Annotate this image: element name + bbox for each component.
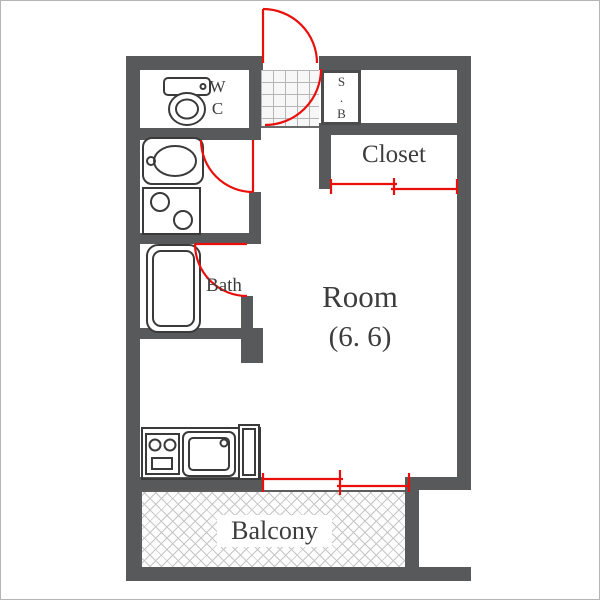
wall-bottom bbox=[126, 567, 471, 581]
wall-below-wc bbox=[140, 128, 261, 140]
kitchen-sink-icon bbox=[182, 431, 236, 477]
shoe-box: S.B bbox=[321, 70, 361, 125]
entry-step-line bbox=[261, 126, 319, 128]
closet-label: Closet bbox=[362, 141, 426, 168]
wall-corridor bbox=[249, 192, 261, 244]
bathtub-icon bbox=[146, 244, 201, 333]
wall-top-right bbox=[319, 56, 471, 70]
shoe-box-label: S.B bbox=[334, 73, 349, 122]
balcony-label: Balcony bbox=[217, 514, 332, 547]
wall-bath-top bbox=[140, 233, 253, 244]
balcony-floor: Balcony bbox=[140, 490, 409, 571]
wall-right bbox=[457, 56, 471, 489]
bath-label: Bath bbox=[206, 275, 242, 296]
room-label: Room bbox=[322, 279, 398, 314]
wall-south-left bbox=[140, 477, 263, 490]
closet-sliding-door bbox=[329, 178, 459, 195]
washbasin-icon bbox=[142, 137, 204, 185]
entry-tile-floor bbox=[261, 70, 319, 127]
washing-machine-icon bbox=[142, 187, 201, 235]
wall-left bbox=[126, 56, 140, 581]
wall-closet-top bbox=[319, 123, 457, 135]
refrigerator-icon bbox=[238, 424, 260, 480]
toilet-icon bbox=[163, 77, 211, 126]
wc-label: WC bbox=[208, 77, 227, 121]
washroom-door-swing bbox=[199, 139, 255, 194]
wall-bath-corner-stub bbox=[241, 328, 263, 363]
wall-top-left bbox=[126, 56, 263, 70]
wall-bath-bottom bbox=[140, 328, 253, 339]
wall-south-right bbox=[409, 477, 471, 490]
room-size-label: (6. 6) bbox=[328, 321, 392, 353]
stove-icon bbox=[145, 433, 180, 475]
kitchen-counter-icon bbox=[141, 427, 261, 480]
wall-balcony-right bbox=[405, 477, 419, 581]
wall-closet-left bbox=[319, 123, 331, 189]
wall-wc-right bbox=[249, 56, 261, 140]
